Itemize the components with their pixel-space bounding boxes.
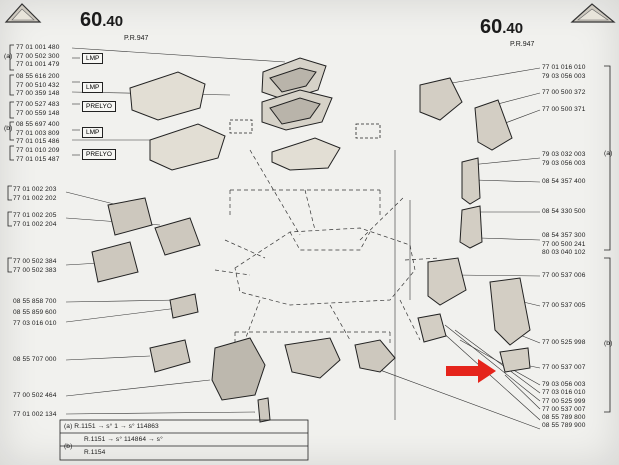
left-plate-sub: P.R.947 [124, 35, 149, 42]
right-leader-lines [379, 67, 541, 430]
left-part-group-12: 77 01 002 134 [13, 411, 57, 418]
corner-lamp-left-icon [4, 3, 42, 23]
footer-row-3: R.1154 [84, 449, 106, 456]
right-part-group-5: 08 54 357 400 [542, 178, 586, 185]
car-silhouette [214, 149, 441, 345]
switch-parts [91, 197, 271, 423]
footer-row-3-label: (b) [64, 443, 73, 450]
right-marker-b: (b) [604, 340, 613, 347]
highlight-arrow-icon [446, 359, 496, 383]
left-part-group-10: 08 55 707 000 [13, 356, 57, 363]
left-marker-b: (b) [4, 125, 13, 132]
right-brackets [604, 65, 611, 413]
right-plate-number: 60.40 [480, 16, 524, 38]
right-part-group-2: 77 00 500 372 [542, 89, 586, 96]
bracket-parts [417, 77, 531, 373]
left-part-group-11: 77 00 502 464 [13, 392, 57, 399]
right-part-group-9: 77 00 537 005 [542, 302, 586, 309]
right-marker-a: (a) [604, 150, 613, 157]
footer-row-1: (a) R.1151 → s° 1 → s° 114863 [64, 423, 159, 430]
lamp-housings [129, 57, 341, 171]
footer-frame [59, 419, 309, 461]
right-plate-sub: P.R.947 [510, 41, 535, 48]
center-guides [394, 150, 411, 420]
right-part-group-10: 77 00 525 998 [542, 339, 586, 346]
left-plate-number: 60.40 [80, 9, 124, 31]
socket-parts [284, 337, 396, 379]
tag-lmp-2: LMP [82, 82, 104, 93]
corner-lamp-right-icon [570, 3, 616, 23]
tag-prelyo-2: PRELYO [82, 149, 116, 160]
left-brackets [7, 44, 14, 273]
footer-row-2: R.1151 → s° 114864 → s° [84, 436, 163, 443]
dashed-boxes [229, 119, 381, 139]
left-marker-a: (a) [4, 53, 13, 60]
right-part-group-11: 77 00 537 007 [542, 364, 586, 371]
right-part-group-3: 77 00 500 371 [542, 106, 586, 113]
right-part-group-6: 08 54 330 500 [542, 208, 586, 215]
tag-lmp-1: LMP [82, 53, 104, 64]
tag-prelyo-1: PRELYO [82, 101, 116, 112]
tag-lmp-3: LMP [82, 127, 104, 138]
right-part-group-8: 77 00 537 006 [542, 272, 586, 279]
